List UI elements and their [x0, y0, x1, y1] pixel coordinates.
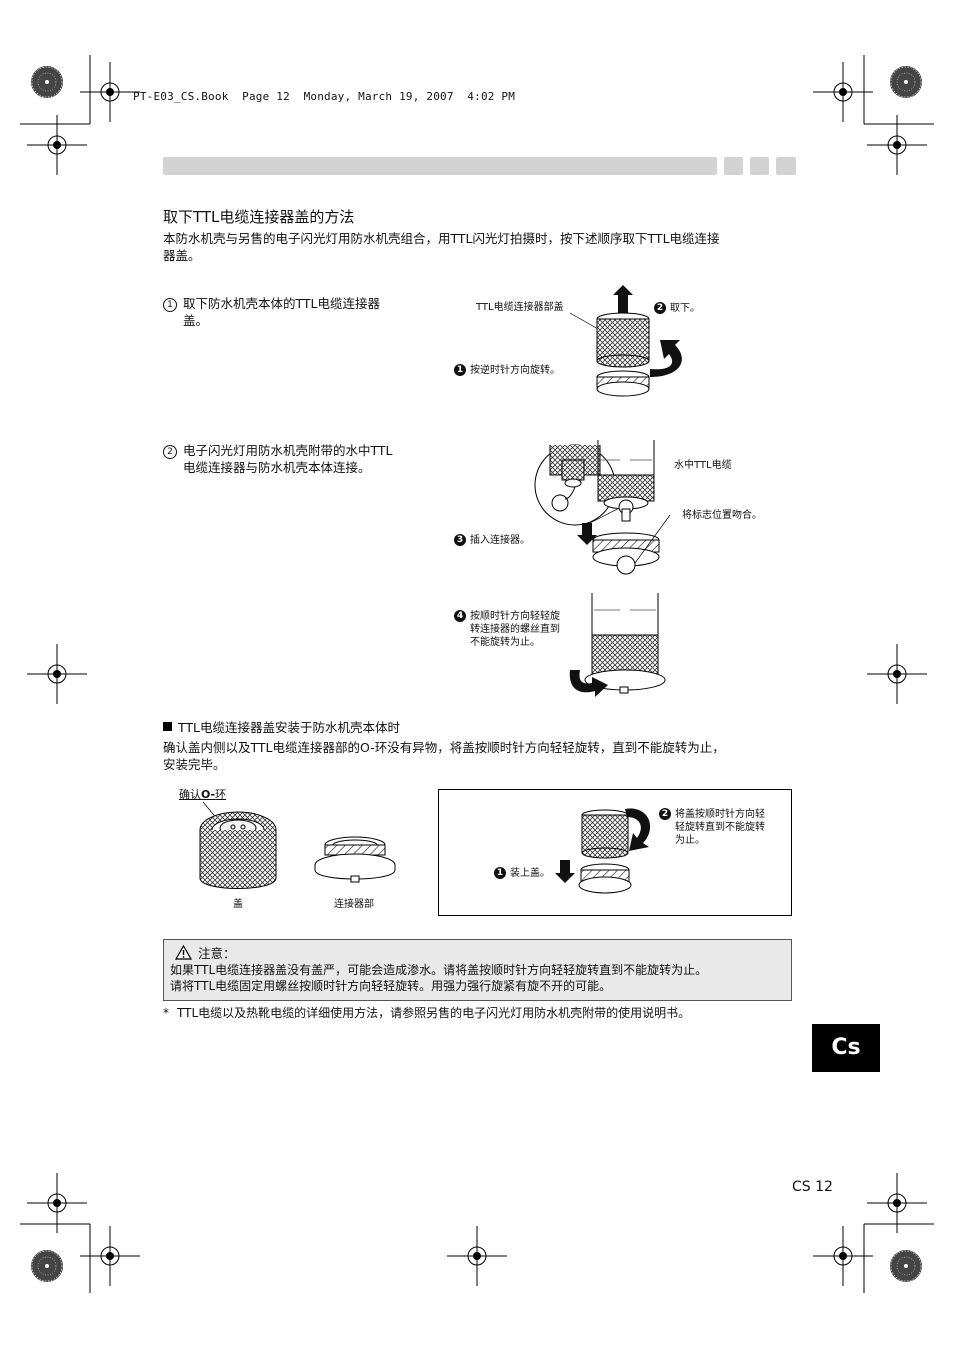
figure-cap-and-connector [199, 801, 396, 889]
oring-label-bold: O- [201, 788, 216, 801]
oring-label-post: 环 [215, 788, 227, 801]
fig2-step4-num: 4 [454, 610, 466, 622]
footnote: * TTL电缆以及热靴电缆的详细使用方法，请参照另售的电子闪光灯用防水机壳附带的使… [163, 1004, 690, 1021]
header-bar-block-2 [750, 157, 769, 175]
fig1-step2-num: 2 [654, 302, 666, 314]
box-step2-line-3: 为止。 [675, 835, 705, 846]
box-step2-line-2: 轻旋转直到不能旋转 [675, 822, 765, 833]
box-step2: 2 将盖按顺时针方向轻 轻旋转直到不能旋转 为止。 [659, 808, 765, 847]
figure-connect-cable [534, 440, 671, 697]
section-title: 取下TTL电缆连接器盖的方法 [163, 208, 355, 226]
caution-line-2: 请将TTL电缆固定用螺丝按顺时针方向轻轻旋转。用强力强行旋紧有旋不开的可能。 [170, 979, 612, 993]
figure-remove-cap [569, 285, 682, 397]
step-1-line-1: 取下防水机壳本体的TTL电缆连接器 [183, 296, 381, 311]
footnote-mark: * [163, 1006, 169, 1020]
warning-triangle-icon [174, 944, 193, 960]
step-1-line-2: 盖。 [183, 313, 209, 328]
install-text: 确认盖内侧以及TTL电缆连接器部的O-环没有异物，将盖按顺时针方向轻轻旋转，直到… [163, 739, 803, 773]
header-bar [163, 157, 717, 175]
fig2-align-label: 将标志位置吻合。 [682, 510, 762, 521]
fig1-step1-num: 1 [454, 364, 466, 376]
fig1-step1-text: 按逆时针方向旋转。 [470, 365, 560, 376]
fig2-step3: 3 插入连接器。 [454, 534, 530, 547]
header-bar-block-1 [724, 157, 743, 175]
caution-title: 注意： [198, 946, 236, 961]
box-step1: 1 装上盖。 [494, 867, 550, 880]
step-2-line-1: 电子闪光灯用防水机壳附带的水中TTL [183, 443, 393, 458]
step-2-line-2: 电缆连接器与防水机壳本体连接。 [183, 460, 371, 475]
down-arrow-icon [555, 860, 575, 883]
fig1-step1: 1 按逆时针方向旋转。 [454, 364, 560, 377]
fig2-step4: 4 按顺时针方向轻轻旋 转连接器的螺丝直到 不能旋转为止。 [454, 610, 560, 649]
fig2-step4-line-2: 转连接器的螺丝直到 [470, 624, 560, 635]
fig1-step2-text: 取下。 [670, 303, 700, 314]
install-line-1: 确认盖内侧以及TTL电缆连接器部的O-环没有异物，将盖按顺时针方向轻轻旋转，直到… [163, 740, 725, 755]
rotate-arrow-icon [650, 340, 682, 377]
box-step1-text: 装上盖。 [510, 868, 550, 879]
box-step2-line-1: 将盖按顺时针方向轻 [675, 809, 765, 820]
install-heading-text: TTL电缆连接器盖安装于防水机壳本体时 [178, 720, 401, 735]
install-heading: TTL电缆连接器盖安装于防水机壳本体时 [163, 719, 400, 736]
fig2-step4-line-3: 不能旋转为止。 [470, 637, 540, 648]
intro-text: 本防水机壳与另售的电子闪光灯用防水机壳组合，用TTL闪光灯拍摄时，按下述顺序取下… [163, 230, 803, 264]
page-number: CS 12 [792, 1179, 833, 1195]
install-line-2: 安装完毕。 [163, 757, 226, 772]
fig1-part-label: TTL电缆连接器部盖 [476, 302, 564, 313]
fig2-step3-text: 插入连接器。 [470, 535, 530, 546]
oring-label: 确认O-环 [179, 788, 226, 801]
connector-label: 连接器部 [334, 899, 374, 910]
caution-text: 如果TTL电缆连接器盖没有盖严，可能会造成渗水。请将盖按顺时针方向轻轻旋转直到不… [170, 962, 785, 994]
cap-label: 盖 [233, 899, 243, 910]
rotate-clockwise-arrow-icon [625, 808, 651, 851]
language-tab: Cs [812, 1024, 880, 1072]
box-step2-num: 2 [659, 808, 671, 820]
fig2-step3-num: 3 [454, 534, 466, 546]
box-step1-num: 1 [494, 867, 506, 879]
oring-label-pre: 确认 [179, 788, 201, 801]
footnote-text: TTL电缆以及热靴电缆的详细使用方法，请参照另售的电子闪光灯用防水机壳附带的使用… [177, 1006, 691, 1020]
header-bar-block-3 [776, 157, 796, 175]
file-info-header: PT-E03_CS.Book Page 12 Monday, March 19,… [133, 90, 516, 103]
intro-line-1: 本防水机壳与另售的电子闪光灯用防水机壳组合，用TTL闪光灯拍摄时，按下述顺序取下… [163, 231, 720, 246]
square-bullet-icon [163, 722, 172, 731]
step-2: 2 电子闪光灯用防水机壳附带的水中TTL 电缆连接器与防水机壳本体连接。 [163, 442, 433, 476]
install-figure-box [438, 789, 792, 916]
step-1: 1 取下防水机壳本体的TTL电缆连接器 盖。 [163, 295, 433, 329]
step-1-marker: 1 [163, 298, 177, 312]
step-2-marker: 2 [163, 445, 177, 459]
caution-line-1: 如果TTL电缆连接器盖没有盖严，可能会造成渗水。请将盖按顺时针方向轻轻旋转直到不… [170, 963, 708, 977]
fig2-cable-label: 水中TTL电缆 [674, 460, 732, 471]
rotate-clockwise-arrow-icon [569, 670, 608, 697]
up-arrow-icon [613, 285, 633, 313]
fig2-step4-line-1: 按顺时针方向轻轻旋 [470, 611, 560, 622]
intro-line-2: 器盖。 [163, 248, 201, 263]
figure-install-cap [555, 808, 651, 894]
fig1-step2: 2 取下。 [654, 302, 700, 315]
caution-box [163, 939, 792, 1001]
down-arrow-icon [577, 523, 597, 545]
